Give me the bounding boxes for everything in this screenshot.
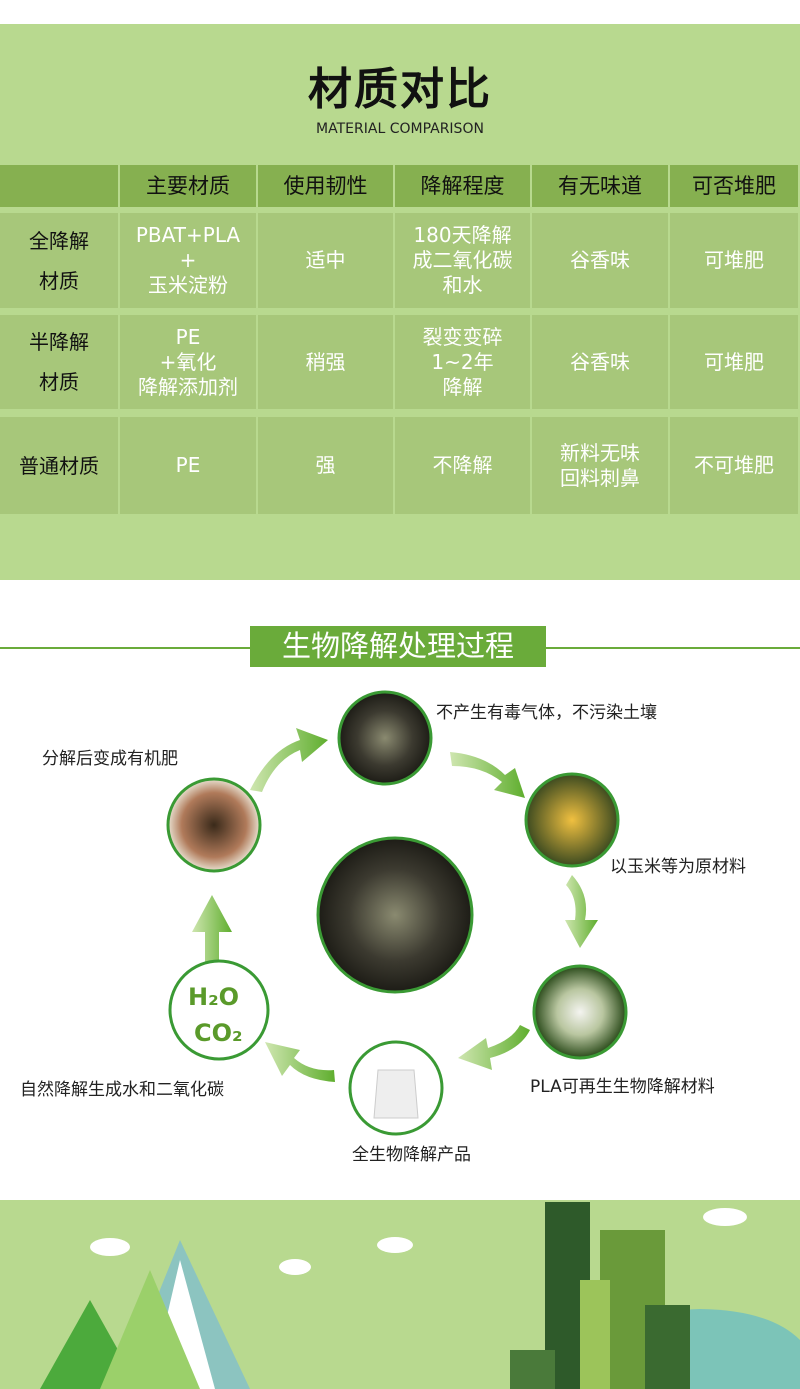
landscape-illustration (0, 1200, 800, 1389)
pla-pellets-image (532, 964, 628, 1060)
table-cell: PBAT+PLA + 玉米淀粉 (120, 213, 256, 308)
process-diagram (166, 690, 628, 1136)
table-cell: 可堆肥 (670, 213, 798, 308)
step-label: 不产生有毒气体，不污染土壤 (436, 703, 657, 723)
h2o-label: H₂O (188, 983, 239, 1011)
table-cell: 新料无味 回料刺鼻 (532, 417, 668, 514)
page-title: 材质对比 (308, 64, 492, 115)
arrow-icon (192, 728, 598, 1082)
table-cell: PE (120, 417, 256, 514)
table-cell: 谷香味 (532, 213, 668, 308)
header-cell-empty (0, 165, 118, 207)
column-header: 可否堆肥 (670, 165, 798, 207)
corn-image (524, 772, 620, 868)
table-cell: 强 (258, 417, 393, 514)
table-cell: 谷香味 (532, 315, 668, 409)
table-cell: 不可堆肥 (670, 417, 798, 514)
column-header: 使用韧性 (258, 165, 393, 207)
table-cell: PE +氧化 降解添加剂 (120, 315, 256, 409)
column-header: 降解程度 (395, 165, 530, 207)
table-cell: 可堆肥 (670, 315, 798, 409)
step-label: 分解后变成有机肥 (42, 749, 178, 769)
h2o-co2-circle (168, 959, 270, 1061)
row-label: 半降解 材质 (0, 315, 118, 409)
sprout-image (337, 690, 433, 786)
step-label: 自然降解生成水和二氧化碳 (20, 1080, 224, 1100)
compost-image (166, 777, 262, 873)
step-label: 以玉米等为原材料 (610, 857, 746, 877)
table-cell: 180天降解 成二氧化碳 和水 (395, 213, 530, 308)
table-cell: 裂变变碎 1~2年 降解 (395, 315, 530, 409)
row-label: 全降解 材质 (0, 213, 118, 308)
step-label: PLA可再生生物降解材料 (530, 1077, 715, 1097)
table-cell: 不降解 (395, 417, 530, 514)
page-subtitle: MATERIAL COMPARISON (316, 121, 484, 137)
process-title: 生物降解处理过程 (250, 626, 546, 667)
table-cell: 稍强 (258, 315, 393, 409)
column-header: 有无味道 (532, 165, 668, 207)
center-sprout-image (316, 836, 474, 994)
step-label: 全生物降解产品 (352, 1145, 471, 1165)
co2-label: CO₂ (194, 1019, 243, 1047)
column-header: 主要材质 (120, 165, 256, 207)
table-cell: 适中 (258, 213, 393, 308)
row-label: 普通材质 (0, 417, 118, 514)
